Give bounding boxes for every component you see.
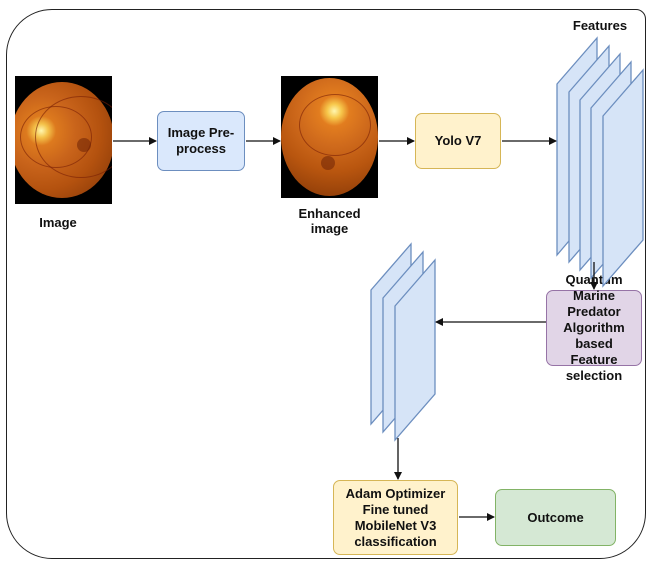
yolo-node: Yolo V7	[415, 113, 501, 169]
enhanced-image-label: Enhanced image	[298, 206, 361, 236]
input-fundus-image	[15, 76, 112, 204]
enhanced-fundus-image	[281, 76, 378, 198]
feature-map-slab	[394, 258, 436, 442]
preprocess-node: Image Pre-process	[157, 111, 245, 171]
outcome-node: Outcome	[495, 489, 616, 546]
feature-maps-stack-top	[556, 36, 644, 288]
input-image-label: Image	[39, 215, 77, 230]
diagram-frame	[6, 9, 646, 559]
feature-map-slab	[602, 68, 644, 288]
feature-maps-stack-selected	[370, 242, 436, 442]
features-label: Features	[572, 18, 628, 33]
adam-mobilenet-node: Adam Optimizer Fine tuned MobileNet V3 c…	[333, 480, 458, 555]
